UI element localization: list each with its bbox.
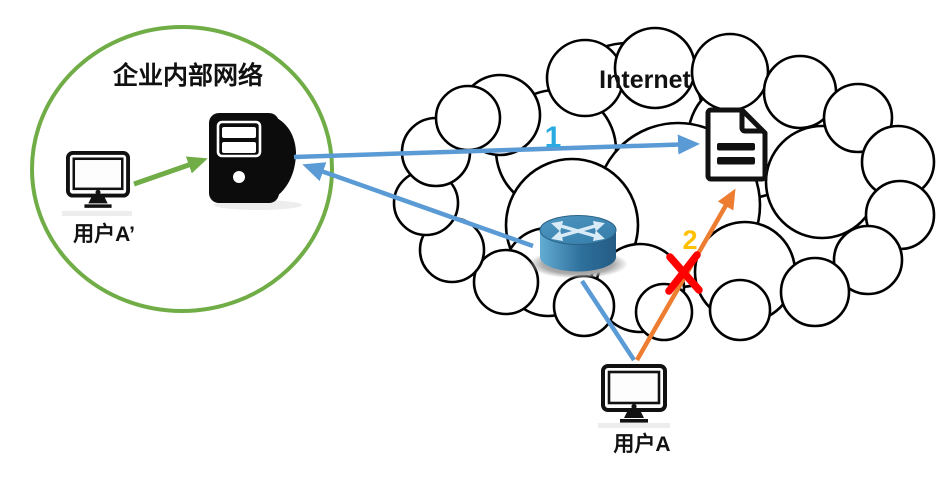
monitor-a-shadow	[598, 423, 670, 428]
server-icon	[209, 113, 296, 203]
step2-number-label: 2	[682, 225, 697, 255]
internet-label: Internet	[599, 66, 691, 94]
router-icon	[528, 215, 628, 279]
document-icon	[705, 107, 768, 182]
user-a-prime-label: 用户A’	[73, 222, 135, 246]
monitor-icon-user-a	[601, 364, 667, 423]
user-a-label: 用户A	[613, 432, 670, 456]
step1-number-label: 1	[545, 121, 562, 154]
arrow-step1-server-to-document	[293, 134, 700, 160]
arrow-user-a-prime-to-server	[133, 156, 208, 187]
monitor-icon-user-a-prime	[66, 151, 131, 208]
line-user-a-to-router	[580, 279, 636, 362]
blocked-x-icon	[665, 251, 703, 295]
internal-network-label: 企业内部网络	[113, 61, 263, 90]
arrow-router-to-server	[302, 162, 534, 249]
monitor-a-prime-shadow	[62, 211, 132, 216]
internal-network-boundary	[30, 25, 334, 313]
